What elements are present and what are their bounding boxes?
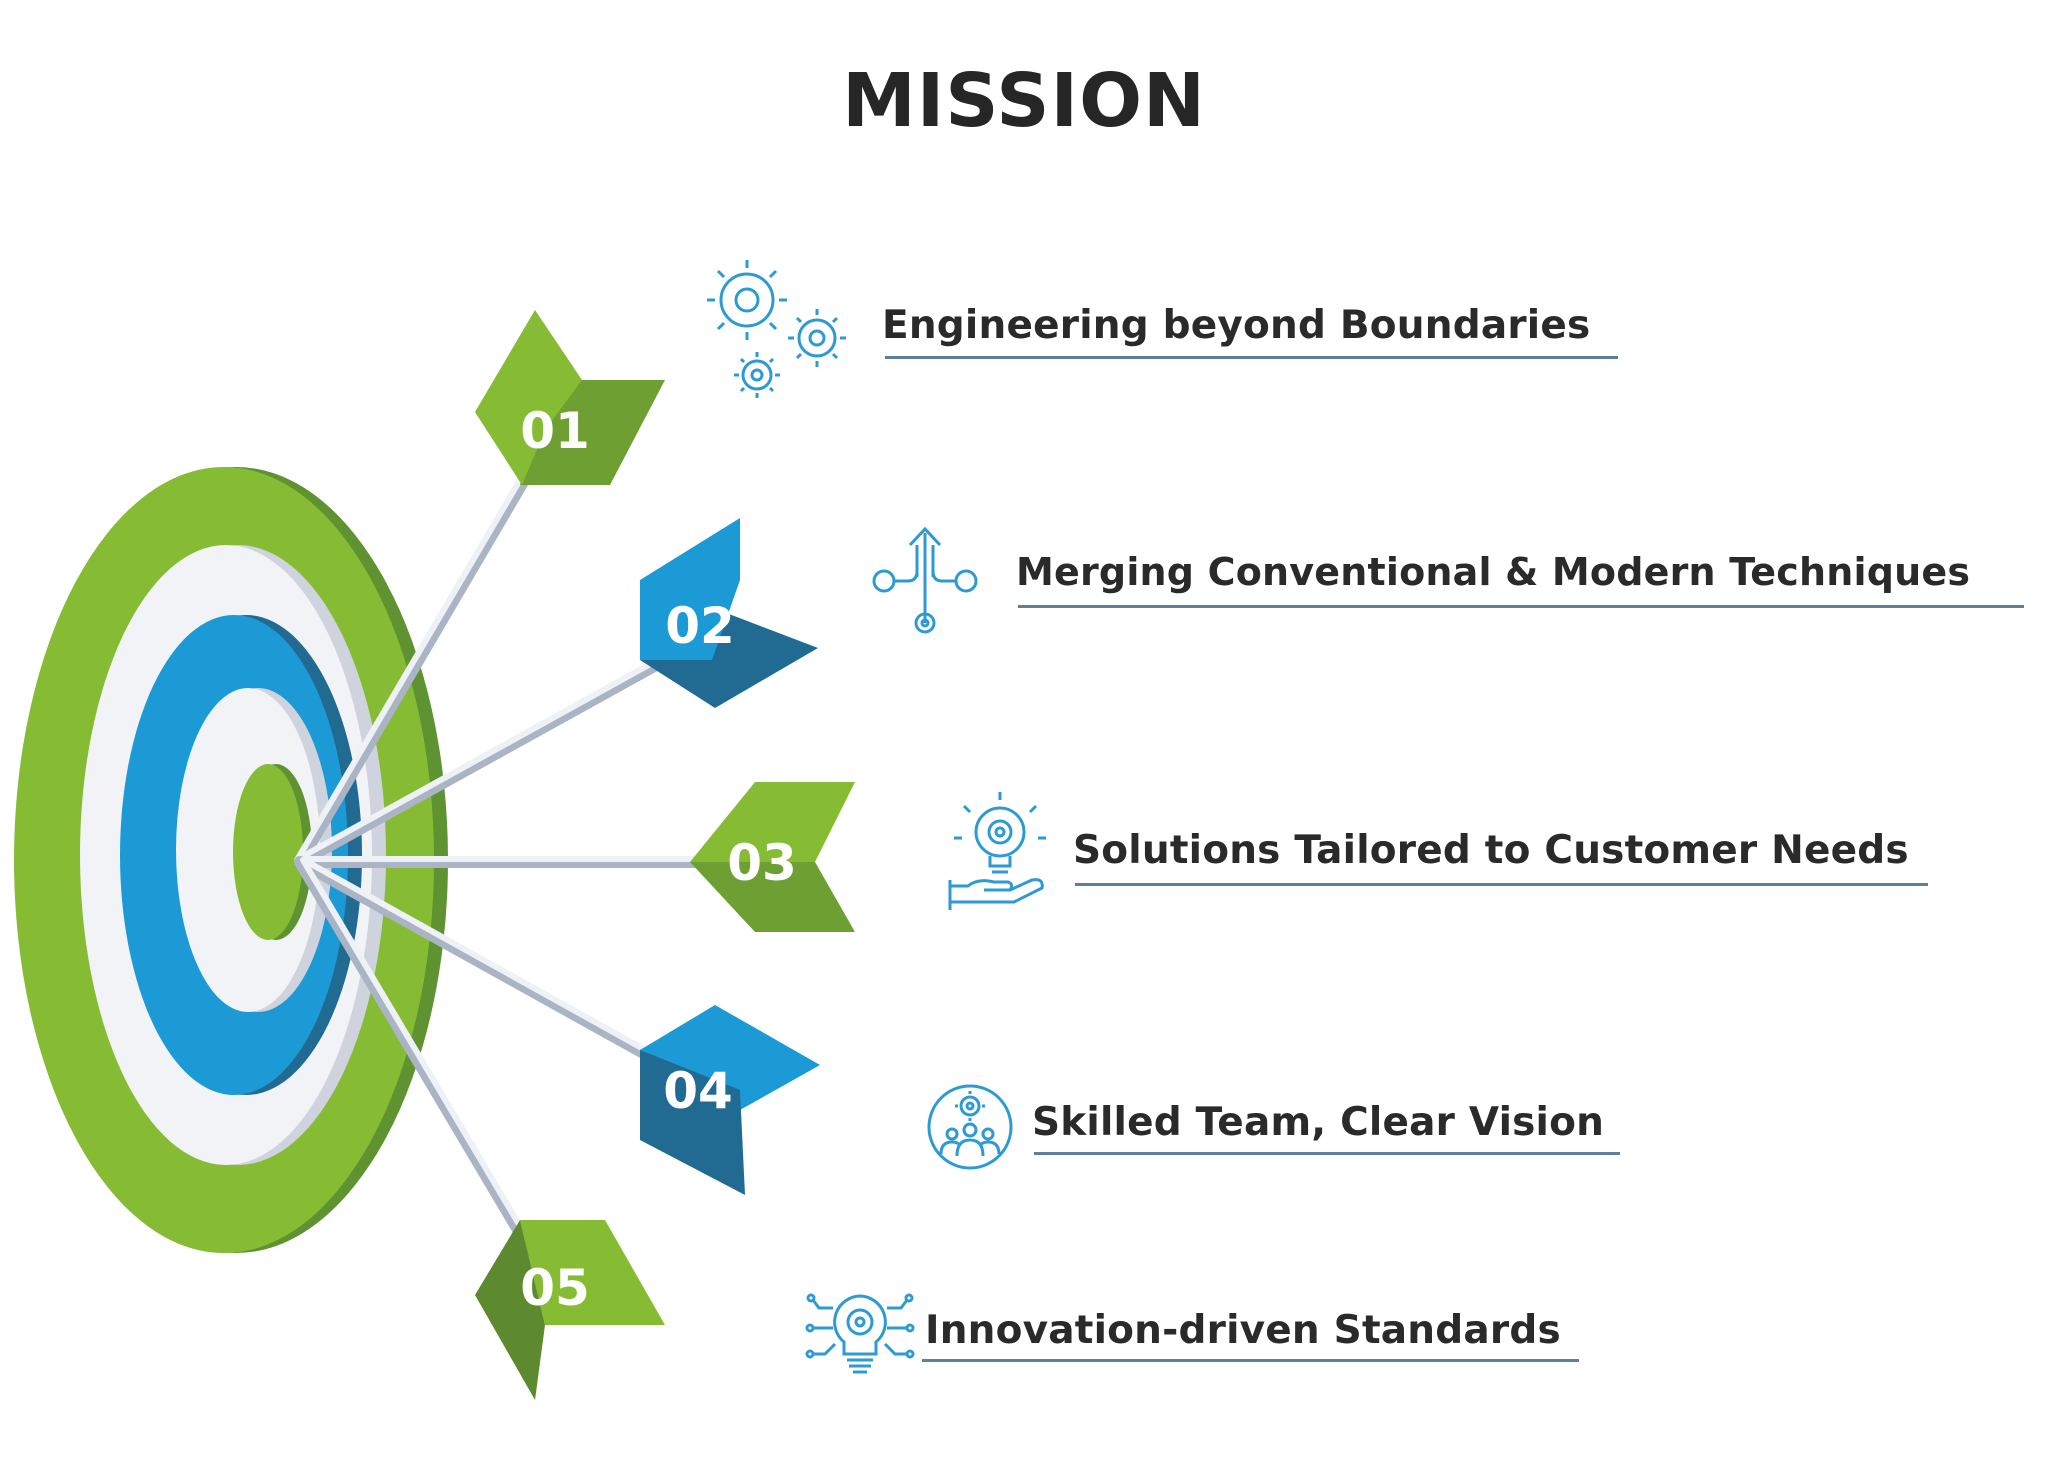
target-board xyxy=(14,467,448,1253)
arrow-fletching-05: 05 xyxy=(475,1220,665,1400)
arrow-number-01: 01 xyxy=(520,402,590,460)
arrow-fletching-01-light xyxy=(475,310,582,485)
arrow-shafts xyxy=(294,464,716,1256)
arrow-shaft-05-highlight xyxy=(300,857,536,1251)
circuit-lightbulb-icon xyxy=(805,1293,915,1374)
arrow-fletching-03-dark xyxy=(690,862,855,932)
arrow-number-05: 05 xyxy=(520,1259,590,1317)
mission-item-label-01: Engineering beyond Boundaries xyxy=(882,303,1591,348)
arrow-shaft-01 xyxy=(294,464,536,868)
mission-item-label-04: Skilled Team, Clear Vision xyxy=(1032,1100,1605,1145)
arrow-shaft-05 xyxy=(294,856,536,1256)
arrow-number-03: 03 xyxy=(727,834,797,892)
gears-icon xyxy=(707,260,846,398)
mission-item-label-03: Solutions Tailored to Customer Needs xyxy=(1073,828,1909,873)
arrow-fletching-04: 04 xyxy=(640,1005,820,1195)
arrow-shaft-01-highlight xyxy=(294,465,530,863)
target-bullseye xyxy=(233,764,303,940)
arrow-shaft-04 xyxy=(294,856,671,1071)
mission-item-underline-04 xyxy=(1034,1152,1620,1155)
mission-item-underline-02 xyxy=(1018,605,2024,608)
arrow-fletching-05-dark xyxy=(475,1220,545,1400)
merge-arrows-icon xyxy=(872,526,978,634)
hand-lightbulb-gear-icon xyxy=(948,792,1046,910)
team-gear-icon xyxy=(927,1084,1013,1170)
arrow-fletching-02-light xyxy=(640,518,740,660)
arrow-fletching-04-dark xyxy=(640,1050,745,1195)
arrow-number-02: 02 xyxy=(665,597,735,655)
arrow-shaft-02-highlight xyxy=(295,654,666,862)
arrow-fletching-02: 02 xyxy=(640,518,818,708)
page-title: MISSION xyxy=(842,58,1206,144)
arrow-fletching-03: 03 xyxy=(690,782,855,932)
arrow-fletching-03-light xyxy=(690,782,855,862)
arrow-shaft-04-highlight xyxy=(299,856,670,1065)
mission-item-label-05: Innovation-driven Standards xyxy=(925,1308,1561,1353)
arrow-fletching-01: 01 xyxy=(475,310,665,485)
arrow-shaft-02 xyxy=(294,654,671,868)
mission-item-underline-03 xyxy=(1075,883,1928,886)
arrow-number-04: 04 xyxy=(663,1062,733,1120)
mission-item-underline-05 xyxy=(922,1359,1579,1362)
mission-item-label-02: Merging Conventional & Modern Techniques xyxy=(1016,550,1971,594)
mission-item-underline-01 xyxy=(885,356,1618,359)
arrow-fletching-05-light xyxy=(520,1220,665,1325)
